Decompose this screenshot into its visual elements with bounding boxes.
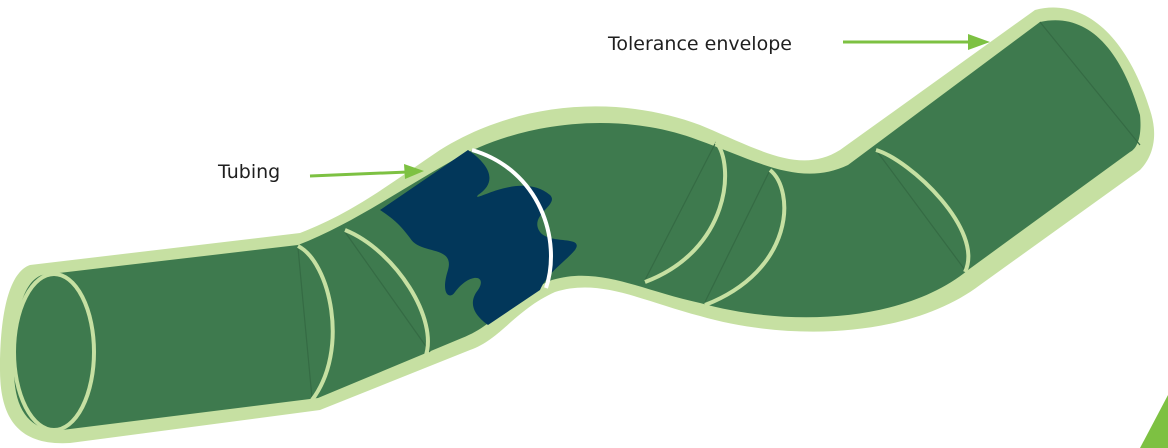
tube-opening-left: [14, 274, 94, 430]
tubing-arrow: [310, 164, 424, 179]
tolerance-envelope-arrow: [843, 34, 990, 50]
tubing-label: Tubing: [217, 161, 280, 183]
tolerance-envelope-label: Tolerance envelope: [607, 33, 792, 55]
tube-body: [14, 20, 1141, 430]
corner-accent: [1140, 395, 1168, 448]
